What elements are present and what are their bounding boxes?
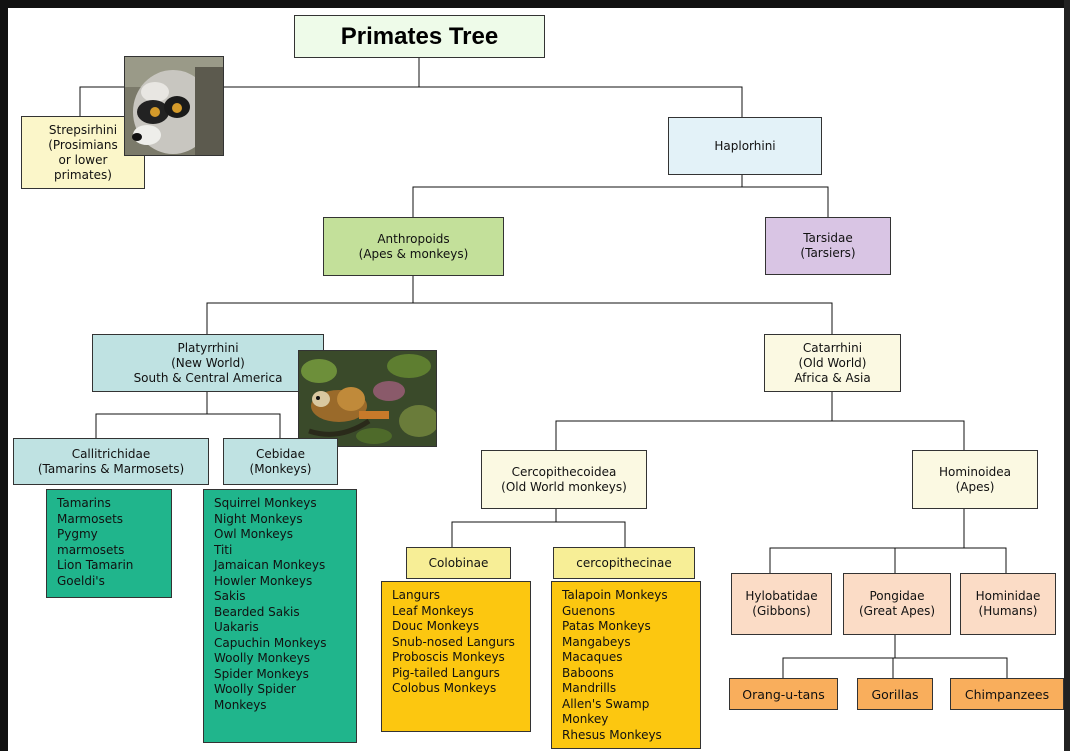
list-item: Leaf Monkeys: [392, 603, 474, 618]
list-callitrichidae: Tamarins Marmosets Pygmy marmosets Lion …: [46, 489, 172, 598]
node-hominoidea: Hominoidea (Apes): [912, 450, 1038, 509]
node-chimpanzees: Chimpanzees: [950, 678, 1064, 710]
squirrel-monkey-photo: [298, 350, 437, 447]
node-catarrhini: Catarrhini (Old World) Africa & Asia: [764, 334, 901, 392]
list-item: Bearded Sakis: [214, 604, 300, 619]
node-platyrrhini: Platyrrhini (New World) South & Central …: [92, 334, 324, 392]
node-callitrichidae: Callitrichidae (Tamarins & Marmosets): [13, 438, 209, 485]
node-cercopithecoidea: Cercopithecoidea (Old World monkeys): [481, 450, 647, 509]
list-item: Rhesus Monkeys: [562, 727, 662, 742]
list-item: Baboons: [562, 665, 614, 680]
node-colobinae: Colobinae: [406, 547, 511, 579]
list-item: Squirrel Monkeys: [214, 496, 317, 510]
list-item: Patas Monkeys: [562, 619, 651, 633]
diagram-title: Primates Tree: [294, 15, 545, 58]
node-hylobatidae: Hylobatidae (Gibbons): [731, 573, 832, 635]
list-item: marmosets: [57, 542, 125, 557]
list-item: Mangabeys: [562, 634, 631, 649]
list-item: Woolly Spider: [214, 682, 296, 696]
node-haplorhini: Haplorhini: [668, 117, 822, 175]
list-item: Allen's Swamp: [562, 696, 650, 711]
list-item: Tamarins: [57, 496, 111, 510]
node-tarsidae: Tarsidae (Tarsiers): [765, 217, 891, 275]
node-gorillas: Gorillas: [857, 678, 933, 710]
node-pongidae: Pongidae (Great Apes): [843, 573, 951, 635]
list-item: Marmosets: [57, 511, 124, 526]
list-item: Uakaris: [214, 620, 259, 634]
list-item: Goeldi's: [57, 573, 105, 588]
list-item: Owl Monkeys: [214, 527, 293, 541]
list-item: Proboscis Monkeys: [392, 650, 505, 664]
list-item: Sakis: [214, 589, 246, 603]
list-item: Howler Monkeys: [214, 573, 313, 588]
list-item: Night Monkeys: [214, 511, 303, 526]
list-item: Pig-tailed Langurs: [392, 665, 500, 680]
list-cercopithecinae: Talapoin Monkeys Guenons Patas Monkeys M…: [551, 581, 701, 749]
node-cebidae: Cebidae (Monkeys): [223, 438, 338, 485]
list-item: Colobus Monkeys: [392, 681, 497, 695]
list-item: Talapoin Monkeys: [562, 588, 668, 602]
list-item: Titi: [214, 542, 233, 557]
list-item: Douc Monkeys: [392, 619, 480, 633]
list-item: Monkey: [562, 712, 609, 726]
lemur-photo: [124, 56, 224, 156]
list-item: Pygmy: [57, 527, 98, 541]
list-item: Mandrills: [562, 681, 617, 695]
list-item: Guenons: [562, 603, 616, 618]
node-cercopithecinae: cercopithecinae: [553, 547, 695, 579]
list-item: Jamaican Monkeys: [214, 558, 326, 572]
list-item: Spider Monkeys: [214, 666, 309, 681]
frame-top-border: [0, 0, 1070, 8]
list-item: Capuchin Monkeys: [214, 635, 327, 650]
list-item: Lion Tamarin: [57, 558, 134, 572]
list-item: Monkeys: [214, 697, 267, 712]
node-orangutans: Orang-u-tans: [729, 678, 838, 710]
list-item: Woolly Monkeys: [214, 651, 310, 665]
list-item: Snub-nosed Langurs: [392, 634, 515, 649]
node-anthropoids: Anthropoids (Apes & monkeys): [323, 217, 504, 276]
list-colobinae: Langurs Leaf Monkeys Douc Monkeys Snub-n…: [381, 581, 531, 732]
node-hominidae: Hominidae (Humans): [960, 573, 1056, 635]
list-item: Langurs: [392, 588, 441, 602]
list-item: Macaques: [562, 650, 623, 664]
list-cebidae: Squirrel Monkeys Night Monkeys Owl Monke…: [203, 489, 357, 743]
frame-left-border: [0, 0, 8, 751]
frame-right-border: [1064, 0, 1070, 751]
